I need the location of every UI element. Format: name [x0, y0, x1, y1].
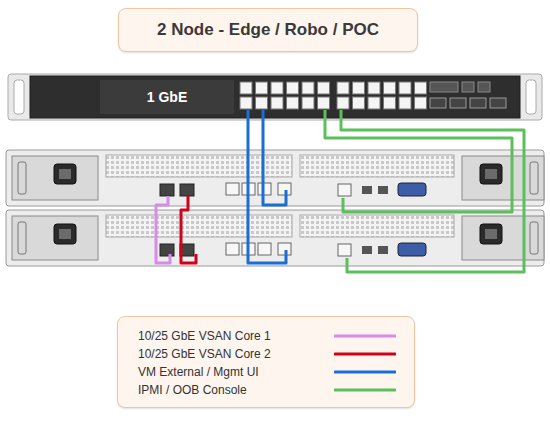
vsan-core-2-cable: [181, 196, 196, 263]
legend-text: IPMI / OOB Console: [138, 383, 247, 397]
ethernet-port: [415, 97, 427, 109]
node-label: 1 GbE: [147, 89, 187, 105]
ipmi-cable: [341, 110, 524, 272]
ethernet-port: [368, 97, 380, 109]
ethernet-port: [302, 97, 314, 109]
legend-line: [335, 389, 395, 392]
ipmi-cable: [325, 110, 512, 212]
ethernet-port: [415, 82, 427, 94]
legend-line-sample: [334, 331, 396, 341]
ethernet-port: [384, 97, 396, 109]
legend-line: [335, 335, 395, 338]
ethernet-port: [399, 97, 411, 109]
ethernet-port: [271, 82, 283, 94]
legend-line-sample: [334, 367, 396, 377]
legend-text: 10/25 GbE VSAN Core 1: [138, 329, 271, 343]
mgmt-cable: [263, 110, 286, 205]
network-switch: [8, 74, 542, 120]
ethernet-port: [399, 82, 411, 94]
ethernet-port: [337, 97, 349, 109]
ethernet-port: [353, 82, 365, 94]
legend-entry: VM External / Mgmt UI: [138, 363, 396, 381]
ethernet-port: [256, 97, 268, 109]
legend-line: [335, 353, 395, 356]
title-box: 2 Node - Edge / Robo / POC: [118, 8, 418, 52]
ethernet-port: [240, 82, 252, 94]
legend-line-sample: [334, 349, 396, 359]
title-text: 2 Node - Edge / Robo / POC: [157, 20, 379, 40]
cables: [156, 110, 524, 272]
ethernet-port: [302, 82, 314, 94]
ethernet-port: [287, 82, 299, 94]
legend-text: 10/25 GbE VSAN Core 2: [138, 347, 271, 361]
switch-label-panel: 1 GbE: [100, 80, 234, 114]
legend-line-sample: [334, 385, 396, 395]
servers: [6, 150, 544, 266]
switch-ports: [240, 82, 427, 109]
legend-box: 10/25 GbE VSAN Core 1 10/25 GbE VSAN Core…: [117, 316, 415, 408]
legend-entry: 10/25 GbE VSAN Core 1: [138, 327, 396, 345]
legend-entry: IPMI / OOB Console: [138, 381, 396, 399]
ethernet-port: [318, 97, 330, 109]
ethernet-port: [368, 82, 380, 94]
ethernet-port: [271, 97, 283, 109]
ethernet-port: [287, 97, 299, 109]
server-chassis: [6, 150, 544, 206]
ethernet-port: [353, 97, 365, 109]
ethernet-port: [384, 82, 396, 94]
ethernet-port: [240, 97, 252, 109]
legend-line: [335, 371, 395, 374]
ethernet-port: [318, 82, 330, 94]
vsan-core-1-cable: [156, 196, 170, 263]
legend-text: VM External / Mgmt UI: [138, 365, 259, 379]
mgmt-cable: [248, 110, 286, 263]
ethernet-port: [337, 82, 349, 94]
ethernet-port: [256, 82, 268, 94]
legend-entry: 10/25 GbE VSAN Core 2: [138, 345, 396, 363]
server-chassis: [6, 210, 544, 266]
